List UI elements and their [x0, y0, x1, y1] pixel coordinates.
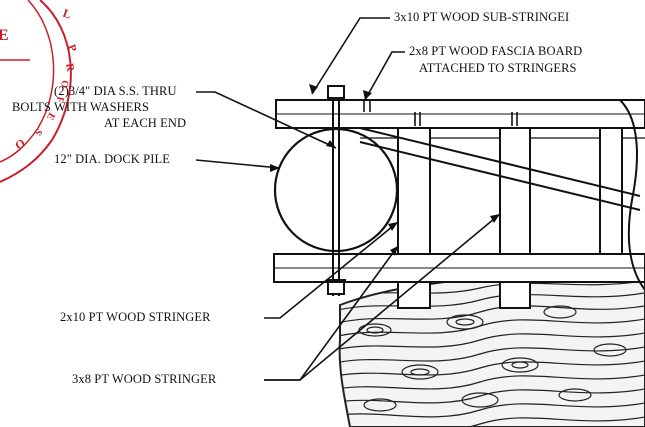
- top-stringer: [275, 99, 645, 139]
- svg-text:S: S: [32, 126, 44, 138]
- label-sub-stringer: 3x10 PT WOOD SUB-STRINGEI: [394, 10, 570, 24]
- lower-stringer: [273, 253, 645, 283]
- svg-text:F: F: [54, 95, 66, 104]
- soil-section: [338, 264, 645, 427]
- label-2x10-stringer: 2x10 PT WOOD STRINGER: [60, 310, 211, 324]
- thru-bolt: [326, 85, 346, 296]
- svg-text:R: R: [63, 62, 76, 73]
- svg-text:O: O: [13, 136, 28, 153]
- label-dock-pile: 12" DIA. DOCK PILE: [54, 152, 170, 166]
- svg-text:P: P: [65, 43, 79, 54]
- label-bolt-line2: BOLTS WITH WASHERS: [12, 100, 150, 114]
- label-bolt-line1: (2)3/4" DIA S.S. THRU: [54, 84, 177, 98]
- label-fascia-line1: 2x8 PT WOOD FASCIA BOARD: [409, 44, 583, 58]
- svg-text:L: L: [61, 6, 73, 22]
- label-fascia-line2: ATTACHED TO STRINGERS: [419, 61, 577, 75]
- leader-lines: [195, 17, 501, 381]
- leader-arrows: [270, 84, 500, 256]
- svg-text:O: O: [58, 80, 70, 89]
- label-3x8-stringer: 3x8 PT WOOD STRINGER: [72, 372, 217, 386]
- svg-text:E: E: [44, 111, 57, 123]
- label-bolt-line3: AT EACH END: [104, 116, 187, 130]
- svg-text:E: E: [0, 27, 9, 44]
- diagonal-braces: [359, 127, 641, 211]
- fascia-clips: [363, 100, 518, 126]
- section-break-edge: [619, 99, 645, 291]
